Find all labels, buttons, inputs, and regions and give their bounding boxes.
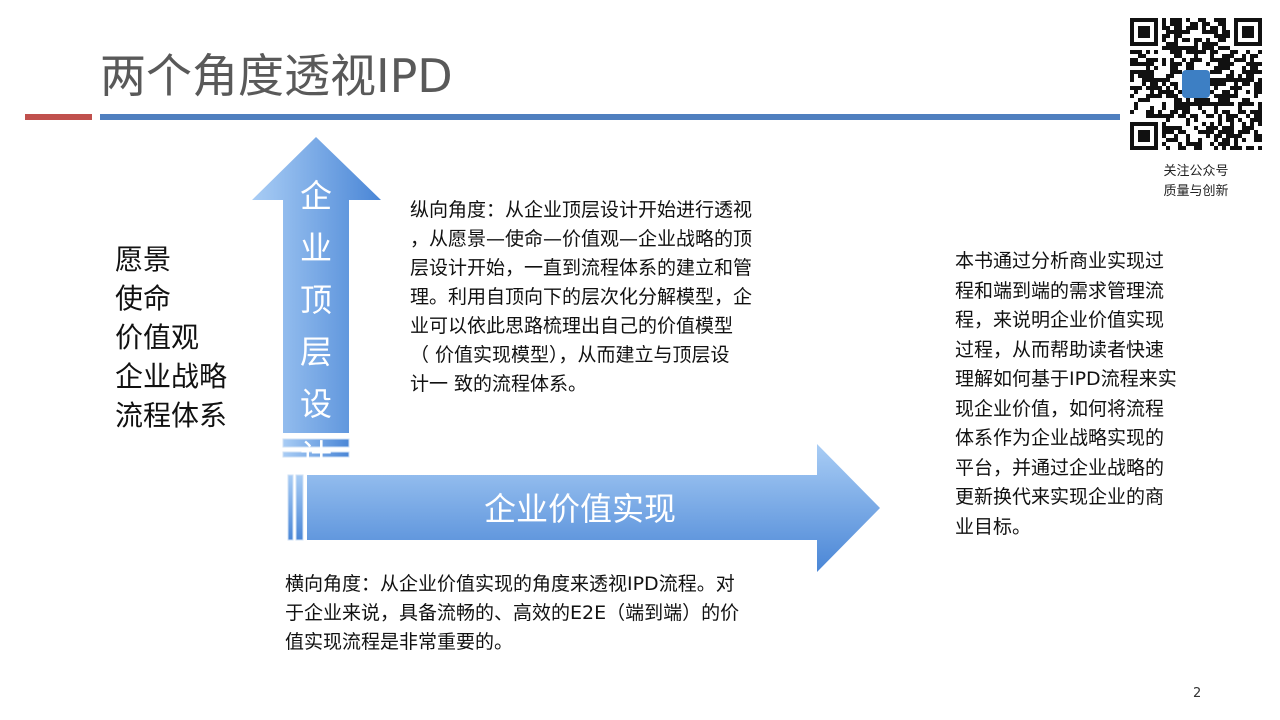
list-item: 企业战略 [115, 360, 228, 393]
text-line: 业可以依此思路梳理出自己的价值模型 [410, 315, 734, 337]
text-line: 理。利用自顶向下的层次化分解模型，企 [410, 286, 753, 308]
qr-caption: 关注公众号 质量与创新 [1130, 162, 1262, 202]
text-line: ，从愿景—使命—价值观—企业战略的顶 [410, 228, 753, 250]
caption-line: 关注公众号 [1163, 164, 1229, 179]
text-line: 纵向角度：从企业顶层设计开始进行透视 [410, 199, 753, 221]
list-item: 价值观 [115, 321, 200, 354]
label-char: 企 [299, 177, 332, 215]
text-line: 横向角度：从企业价值实现的角度来透视IPD流程。对 [285, 573, 735, 595]
text-line: 理解如何基于IPD流程来实 [955, 368, 1177, 390]
text-line: 本书通过分析商业实现过 [955, 250, 1165, 272]
text-line: 平台，并通过企业战略的 [955, 456, 1165, 479]
list-item: 流程体系 [115, 399, 228, 432]
text-line: 体系作为企业战略实现的 [955, 427, 1165, 449]
left-list: 愿景 使命 价值观 企业战略 流程体系 [115, 240, 227, 435]
list-item: 使命 [115, 282, 172, 315]
vertical-arrow [252, 137, 381, 458]
text-line: 程和端到端的需求管理流 [955, 279, 1165, 302]
horizontal-arrow-label: 企业价值实现 [483, 490, 676, 528]
horizontal-arrow [287, 444, 880, 572]
text-line: 现企业价值，如何将流程 [955, 397, 1165, 420]
text-line: 过程，从而帮助读者快速 [955, 338, 1165, 361]
qr-code-image [1130, 18, 1262, 150]
text-line: 程，来说明企业价值实现 [955, 309, 1165, 331]
list-item: 愿景 [115, 243, 172, 276]
label-char: 业 [299, 229, 332, 267]
text-line: 值实现流程是非常重要的。 [285, 631, 514, 653]
vertical-perspective-text: 纵向角度：从企业顶层设计开始进行透视 ，从愿景—使命—价值观—企业战略的顶 层设… [410, 196, 752, 399]
page-number: 2 [1193, 686, 1202, 701]
text-line: 层设计开始，一直到流程体系的建立和管 [410, 257, 753, 279]
label-char: 层 [299, 333, 332, 371]
text-line: 计一 致的流程体系。 [410, 373, 588, 395]
caption-line: 质量与创新 [1163, 184, 1229, 199]
title-underline-red [25, 114, 92, 120]
text-line: （ 价值实现模型），从而建立与顶层设 [410, 344, 730, 366]
vertical-arrow-label: 企 业 顶 层 设 计 [291, 170, 341, 482]
label-char: 计 [299, 437, 332, 475]
label-char: 顶 [299, 281, 332, 319]
text-line: 于企业来说，具备流畅的、高效的E2E（端到端）的价 [285, 602, 740, 624]
label-char: 设 [299, 385, 332, 423]
text-line: 更新换代来实现企业的商 [955, 486, 1165, 508]
title-underline-blue [100, 114, 1120, 120]
slide-title: 两个角度透视IPD [100, 49, 453, 103]
book-summary-text: 本书通过分析商业实现过 程和端到端的需求管理流 程，来说明企业价值实现 过程，从… [955, 247, 1177, 542]
horizontal-perspective-text: 横向角度：从企业价值实现的角度来透视IPD流程。对 于企业来说，具备流畅的、高效… [285, 570, 739, 657]
text-line: 业目标。 [955, 515, 1032, 538]
